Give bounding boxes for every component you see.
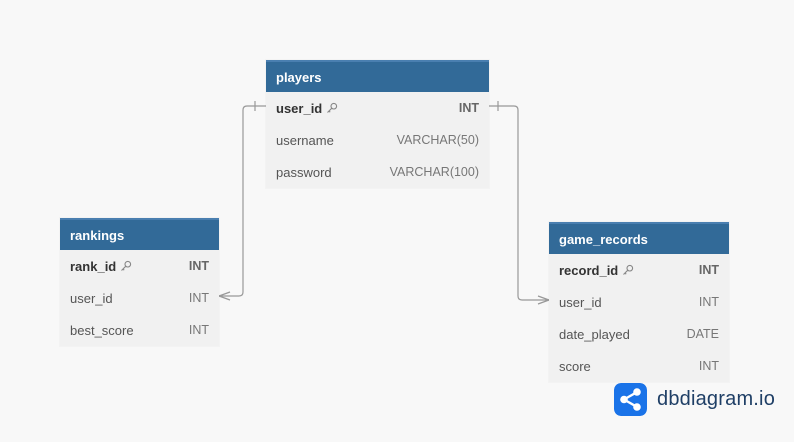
field-name: username [276,132,334,148]
field-type: INT [188,323,209,337]
logo-text: dbdiagram.io [657,388,776,410]
field-name: best_score [70,322,134,338]
many-marker-game-records-top [537,295,550,301]
primary-key-icon [121,260,132,271]
table-header-players[interactable]: players [266,60,489,92]
field-name-cell: user_id [276,101,338,116]
field-row-username[interactable]: username VARCHAR(50) [266,124,489,156]
field-row-rank-id[interactable]: rank_id INT [60,250,219,282]
field-row-user-id[interactable]: user_id INT [549,286,729,318]
many-marker-game-records-bottom [537,299,550,305]
field-row-user-id[interactable]: user_id INT [60,282,219,314]
field-name: record_id [559,262,619,278]
primary-key-icon [327,102,338,113]
field-row-user-id[interactable]: user_id INT [266,92,489,124]
table-players[interactable]: players user_id INT username VARCHAR(50)… [266,60,489,188]
field-type: VARCHAR(50) [396,133,479,147]
field-name: date_played [559,326,630,342]
field-name: user_id [276,100,323,116]
field-type: INT [698,263,719,277]
field-type: VARCHAR(100) [389,165,479,179]
connector-players-rankings [219,105,266,297]
connector-players-game-records [489,105,549,301]
field-name: score [559,358,591,374]
field-name-cell: record_id [559,263,634,278]
field-name: rank_id [70,258,117,274]
table-header-game-records[interactable]: game_records [549,222,729,254]
field-type: INT [458,101,479,115]
field-row-best-score[interactable]: best_score INT [60,314,219,346]
field-row-password[interactable]: password VARCHAR(100) [266,156,489,188]
field-type: INT [698,295,719,309]
field-type: INT [188,291,209,305]
dbdiagram-logo[interactable]: dbdiagram.io [614,383,775,416]
many-marker-rankings-top [218,291,231,297]
table-header-rankings[interactable]: rankings [60,218,219,250]
table-rankings[interactable]: rankings rank_id INT user_id INT best_sc… [60,218,219,346]
table-game-records[interactable]: game_records record_id INT user_id INT d… [549,222,729,382]
field-row-score[interactable]: score INT [549,350,729,382]
field-type: INT [698,359,719,373]
field-name: user_id [70,290,113,306]
field-type: INT [188,259,209,273]
field-row-record-id[interactable]: record_id INT [549,254,729,286]
share-nodes-icon [614,383,647,416]
field-row-date-played[interactable]: date_played DATE [549,318,729,350]
field-name: password [276,164,332,180]
field-type: DATE [686,327,719,341]
field-name: user_id [559,294,602,310]
field-name-cell: rank_id [70,259,132,274]
primary-key-icon [623,264,634,275]
many-marker-rankings-bottom [218,295,231,301]
